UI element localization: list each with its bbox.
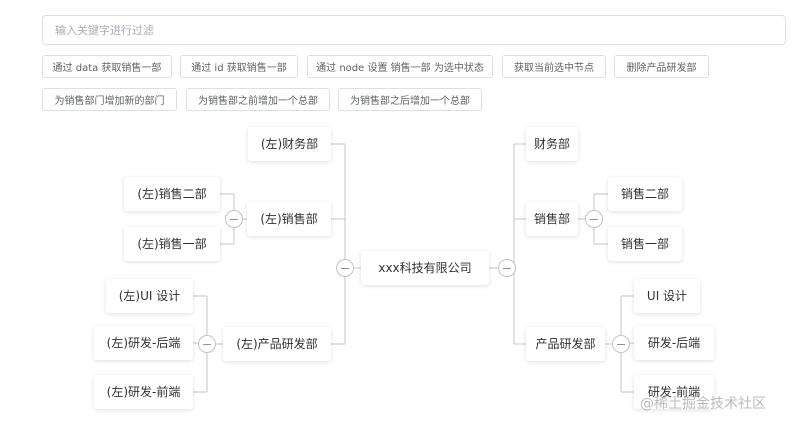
- right-rd-node[interactable]: 产品研发部: [526, 327, 605, 361]
- right-sales-two-node[interactable]: 销售二部: [608, 177, 682, 211]
- collapse-left-sales-icon[interactable]: [225, 210, 243, 228]
- right-sales-node[interactable]: 销售部: [526, 202, 578, 236]
- get-by-data-button[interactable]: 通过 data 获取销售一部: [42, 55, 172, 78]
- tree-root-node[interactable]: xxx科技有限公司: [361, 251, 489, 285]
- right-backend-node[interactable]: 研发-后端: [634, 326, 714, 360]
- right-finance-node[interactable]: 财务部: [526, 127, 578, 161]
- collapse-right-rd-icon[interactable]: [612, 335, 630, 353]
- left-sales-node[interactable]: (左)销售部: [247, 202, 331, 236]
- right-frontend-node[interactable]: 研发-前端: [634, 375, 714, 409]
- delete-rd-button[interactable]: 删除产品研发部: [614, 55, 709, 78]
- left-finance-node[interactable]: (左)财务部: [248, 127, 331, 161]
- append-to-sales-button[interactable]: 为销售部门增加新的部门: [42, 88, 177, 111]
- get-current-node-button[interactable]: 获取当前选中节点: [502, 55, 606, 78]
- insert-before-sales-button[interactable]: 为销售部之前增加一个总部: [186, 88, 330, 111]
- left-ui-node[interactable]: (左)UI 设计: [106, 279, 193, 313]
- connector-root-right: [489, 143, 526, 345]
- collapse-right-sales-icon[interactable]: [585, 210, 603, 228]
- left-sales-one-node[interactable]: (左)销售一部: [124, 227, 220, 261]
- left-rd-node[interactable]: (左)产品研发部: [223, 327, 331, 361]
- connector-root-left: [331, 143, 361, 345]
- get-by-id-button[interactable]: 通过 id 获取销售一部: [180, 55, 298, 78]
- collapse-right-root-icon[interactable]: [498, 259, 516, 277]
- collapse-left-root-icon[interactable]: [336, 259, 354, 277]
- right-sales-one-node[interactable]: 销售一部: [608, 227, 682, 261]
- collapse-left-rd-icon[interactable]: [198, 335, 216, 353]
- right-ui-node[interactable]: UI 设计: [634, 279, 700, 313]
- watermark: @稀土掘金技术社区: [640, 396, 766, 412]
- set-current-by-node-button[interactable]: 通过 node 设置 销售一部 为选中状态: [307, 55, 493, 78]
- insert-after-sales-button[interactable]: 为销售部之后增加一个总部: [338, 88, 482, 111]
- left-sales-two-node[interactable]: (左)销售二部: [124, 177, 220, 211]
- filter-input[interactable]: [42, 15, 786, 45]
- left-backend-node[interactable]: (左)研发-后端: [94, 326, 193, 360]
- left-frontend-node[interactable]: (左)研发-前端: [94, 375, 193, 409]
